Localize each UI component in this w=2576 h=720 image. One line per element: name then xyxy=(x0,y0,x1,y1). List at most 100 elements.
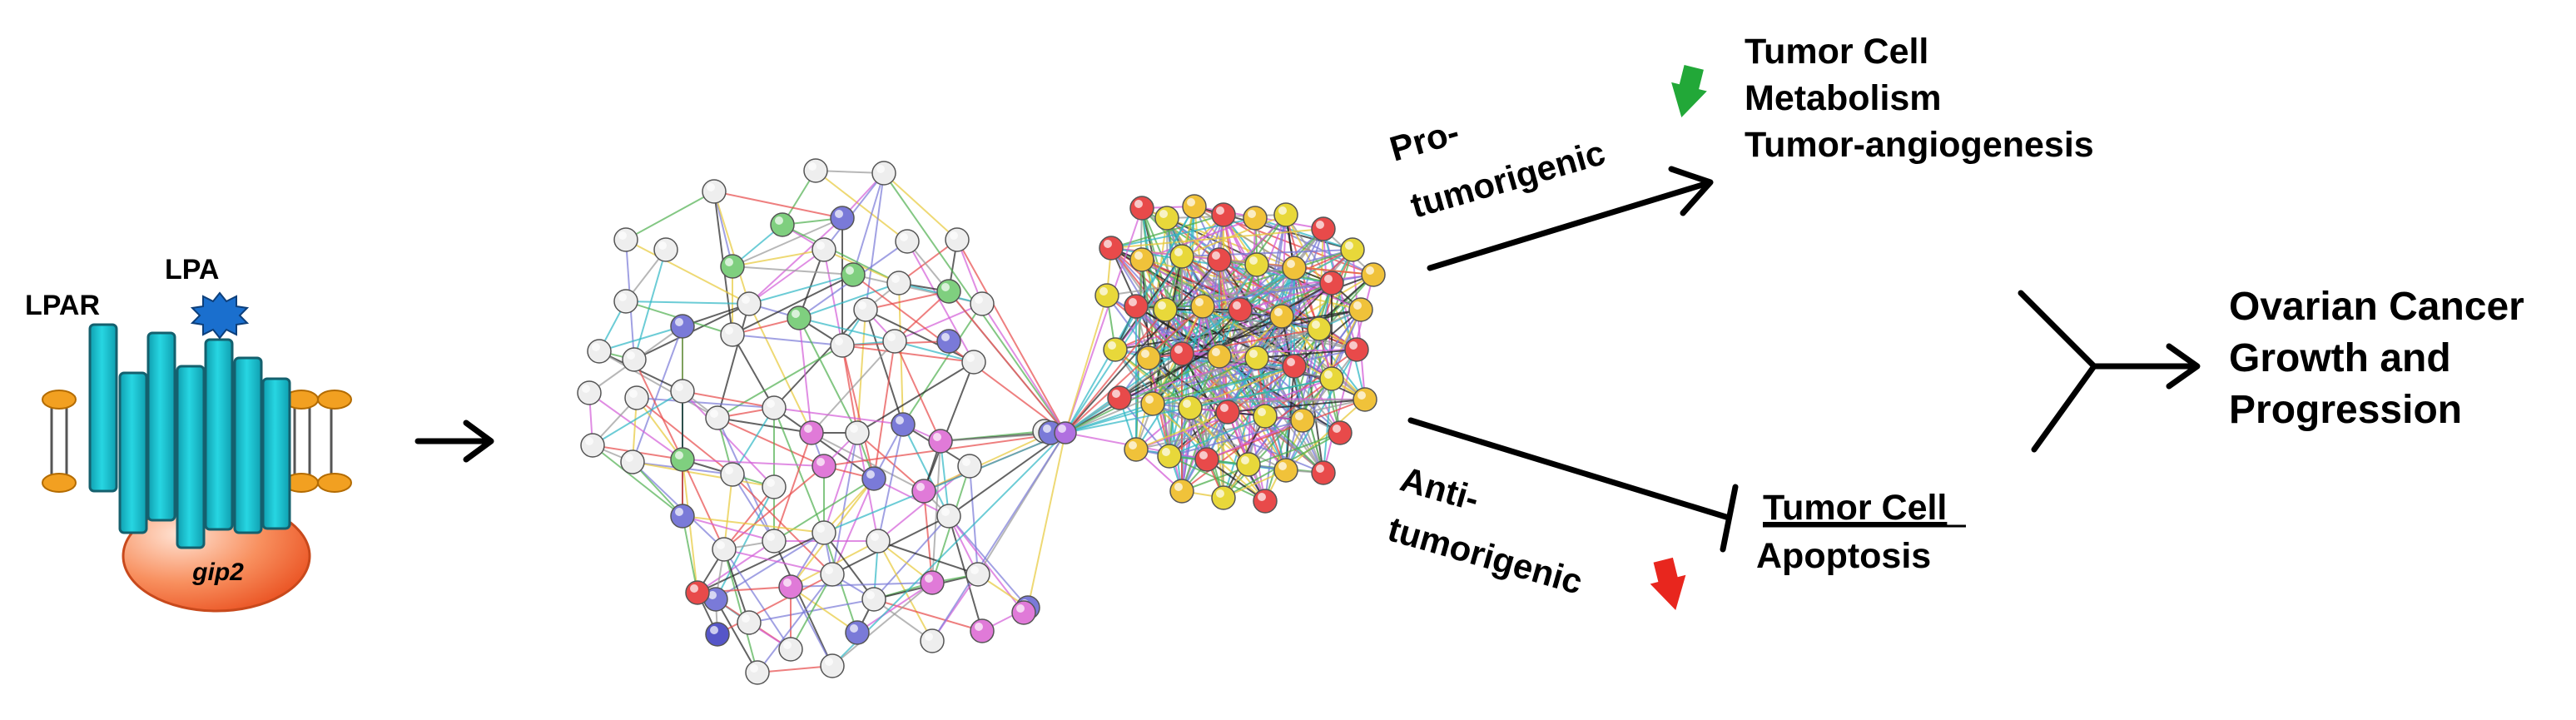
pro-arrow xyxy=(1427,166,1714,271)
pro-outcome-3: Tumor-angiogenesis xyxy=(1745,125,2094,165)
network-node xyxy=(622,347,647,372)
network-node xyxy=(1129,247,1154,272)
network-node-highlight xyxy=(975,295,983,304)
network-edge xyxy=(969,465,979,575)
network-node-highlight xyxy=(1316,464,1324,473)
network-edge xyxy=(757,665,833,673)
network-node-highlight xyxy=(1233,301,1241,310)
inhibition-line xyxy=(1407,417,1739,553)
network-edge xyxy=(948,515,1029,608)
network-node-highlight xyxy=(816,524,825,533)
network-node xyxy=(1124,437,1149,462)
network-edge xyxy=(625,239,750,305)
network-node xyxy=(1282,354,1307,379)
network-node xyxy=(1107,385,1132,410)
network-node xyxy=(580,433,605,458)
gip2-label: gip2 xyxy=(191,559,244,586)
network-edge xyxy=(682,390,775,488)
network-node-highlight xyxy=(1129,298,1137,306)
network-node xyxy=(891,412,916,437)
network-node xyxy=(812,454,836,479)
network-edge xyxy=(773,540,833,667)
network-nodes xyxy=(577,158,1386,685)
network-node xyxy=(1140,391,1165,416)
network-node-highlight xyxy=(725,258,733,266)
network-node xyxy=(712,537,737,562)
network-edge xyxy=(852,274,1066,434)
network-node-highlight xyxy=(710,626,718,634)
network-node xyxy=(970,291,995,316)
network-edge xyxy=(1027,432,1066,608)
network-edge xyxy=(682,515,825,534)
network-edge xyxy=(732,217,843,267)
network-node-highlight xyxy=(1220,404,1228,412)
network-node xyxy=(895,229,920,254)
network-edge xyxy=(1227,399,1366,413)
network-edge xyxy=(823,432,1066,534)
network-node-highlight xyxy=(850,425,858,433)
network-node-highlight xyxy=(808,162,816,171)
network-node xyxy=(1054,421,1077,444)
network-node-highlight xyxy=(767,479,775,487)
network-node xyxy=(845,420,870,445)
network-node-highlight xyxy=(941,508,950,516)
network-node xyxy=(1290,408,1315,433)
network-node xyxy=(866,529,891,554)
network-edge xyxy=(713,191,750,305)
result-line-1: Ovarian Cancer xyxy=(2229,285,2524,329)
network-node xyxy=(1273,202,1298,227)
network-edge xyxy=(790,582,933,588)
network-edge xyxy=(1065,305,1204,434)
network-edge xyxy=(948,290,1066,434)
result-line-2: Growth and xyxy=(2229,336,2451,380)
network-node xyxy=(820,562,845,587)
network-node xyxy=(1311,216,1336,241)
network-node-highlight xyxy=(825,658,833,666)
network-node xyxy=(1182,194,1207,219)
network-node-highlight xyxy=(1249,256,1258,265)
anti-outcome-line1: Tumor Cell xyxy=(1763,488,1947,528)
network-edge xyxy=(841,345,975,363)
network-node xyxy=(587,339,612,364)
network-node xyxy=(961,350,986,375)
network-node xyxy=(820,653,845,678)
anti-label-line2: tumorigenic xyxy=(1384,509,1587,601)
network-edge xyxy=(877,424,904,542)
network-node-highlight xyxy=(1159,210,1168,218)
network-node xyxy=(1169,479,1194,504)
network-edge xyxy=(1264,415,1324,474)
network-edge xyxy=(841,345,875,479)
network-node-highlight xyxy=(1158,301,1166,310)
network-node-highlight xyxy=(846,266,854,275)
network-node xyxy=(705,622,730,647)
network-node-highlight xyxy=(866,591,875,599)
network-node-highlight xyxy=(1249,350,1258,358)
network-node-highlight xyxy=(1287,260,1295,268)
network-node xyxy=(920,628,945,653)
network-node-highlight xyxy=(1312,320,1320,329)
network-edge xyxy=(715,598,758,673)
network-node xyxy=(936,504,961,529)
network-node xyxy=(1319,366,1344,391)
network-edge xyxy=(894,340,941,442)
network-node-highlight xyxy=(866,470,875,479)
network-edge xyxy=(790,586,833,667)
network-node xyxy=(803,158,828,183)
network-node-highlight xyxy=(742,614,750,623)
network-node xyxy=(1228,297,1253,322)
network-node xyxy=(778,574,803,599)
network-node-highlight xyxy=(1241,456,1249,464)
network-edge xyxy=(1169,415,1266,457)
network-node-highlight xyxy=(1278,462,1287,470)
network-node-highlight xyxy=(850,624,858,633)
network-node-highlight xyxy=(1316,221,1324,229)
network-node-highlight xyxy=(1324,275,1333,283)
network-node-highlight xyxy=(835,337,843,345)
network-node xyxy=(705,405,730,430)
network-node-highlight xyxy=(925,633,933,641)
network-node-highlight xyxy=(585,437,593,445)
network-node xyxy=(841,262,866,287)
network-edge xyxy=(732,407,775,475)
pro-outcome-1: Tumor Cell xyxy=(1745,32,1928,72)
network-node xyxy=(577,380,602,405)
